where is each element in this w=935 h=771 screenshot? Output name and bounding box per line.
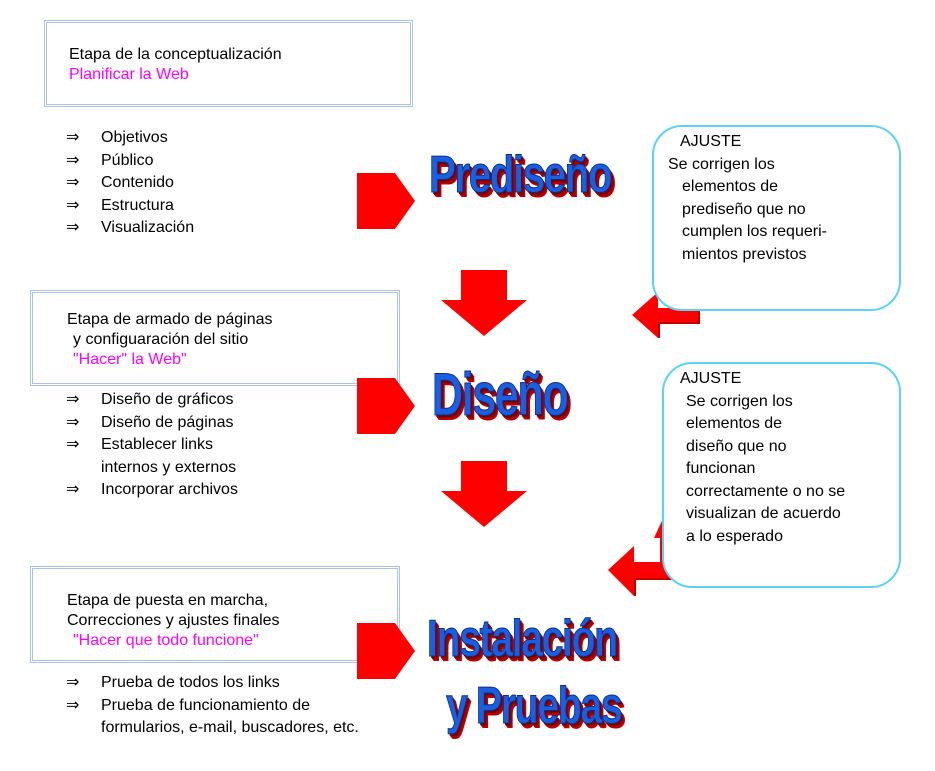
pentagon-arrow-icon (357, 623, 415, 679)
list-item: ⇒Diseño de gráficos (66, 389, 238, 412)
stage-box-armado: Etapa de armado de páginas y configuarac… (30, 290, 400, 386)
down-arrow-icon (441, 461, 527, 527)
stage-label: Etapa de puesta en marcha, (67, 592, 269, 609)
stage-title-diseno: Diseño (432, 361, 570, 428)
bullet-list-diseno: ⇒Diseño de gráficos ⇒Diseño de páginas ⇒… (66, 389, 238, 502)
stage-box-puesta-en-marcha: Etapa de puesta en marcha, Correcciones … (30, 566, 400, 663)
double-arrow-icon: ⇒ (66, 696, 80, 714)
down-arrow-icon (441, 270, 527, 336)
bullet-list-prediseno: ⇒Objetivos ⇒Público ⇒Contenido ⇒Estructu… (66, 127, 194, 240)
bullet-list-instalacion: ⇒Prueba de todos los links ⇒Prueba de fu… (66, 672, 359, 740)
stage-title-instalacion: Instalación (427, 610, 619, 669)
stage-box-conceptualizacion: Etapa de la conceptualización Planificar… (44, 20, 413, 107)
list-item: ⇒Público (66, 150, 194, 173)
double-arrow-icon: ⇒ (66, 151, 80, 169)
stage-label-2: Correcciones y ajustes finales (67, 612, 280, 629)
ajuste-box-diseno: AJUSTE Se corrigen los elementos de dise… (662, 362, 901, 588)
stage-label-2: y configuaración del sitio (73, 331, 249, 348)
list-item: ⇒Diseño de páginas (66, 412, 238, 435)
stage-accent: "Hacer que todo funcione" (73, 632, 259, 649)
double-arrow-icon: ⇒ (66, 674, 80, 691)
double-arrow-icon: ⇒ (66, 391, 80, 408)
list-item: ⇒Estructura (66, 195, 194, 218)
stage-accent: "Hacer" la Web" (73, 351, 187, 368)
list-item: ⇒Prueba de todos los links (66, 672, 359, 695)
ajuste-heading: AJUSTE (680, 370, 742, 387)
ajuste-box-prediseno: AJUSTE Se corrigen los elementos de pred… (652, 125, 901, 311)
stage-label: Etapa de la conceptualización (69, 46, 282, 63)
double-arrow-icon: ⇒ (66, 196, 80, 214)
stage-accent: Planificar la Web (69, 66, 189, 83)
double-arrow-icon: ⇒ (66, 413, 80, 431)
double-arrow-icon: ⇒ (66, 219, 80, 236)
list-item: ⇒Visualización (66, 217, 194, 240)
ajuste-heading: AJUSTE (680, 133, 742, 150)
list-item: ⇒Incorporar archivos (66, 479, 238, 502)
stage-title-prediseno: Prediseño (429, 146, 613, 205)
stage-label: Etapa de armado de páginas (67, 311, 273, 328)
double-arrow-icon: ⇒ (66, 129, 80, 146)
double-arrow-icon: ⇒ (66, 436, 80, 453)
double-arrow-icon: ⇒ (66, 174, 80, 191)
pentagon-arrow-icon (357, 173, 415, 229)
stage-title-y-pruebas: y Pruebas (446, 677, 624, 736)
pentagon-arrow-icon (357, 378, 415, 434)
list-item: ⇒Objetivos (66, 127, 194, 150)
double-arrow-icon: ⇒ (66, 481, 80, 498)
list-item: ⇒Contenido (66, 172, 194, 195)
